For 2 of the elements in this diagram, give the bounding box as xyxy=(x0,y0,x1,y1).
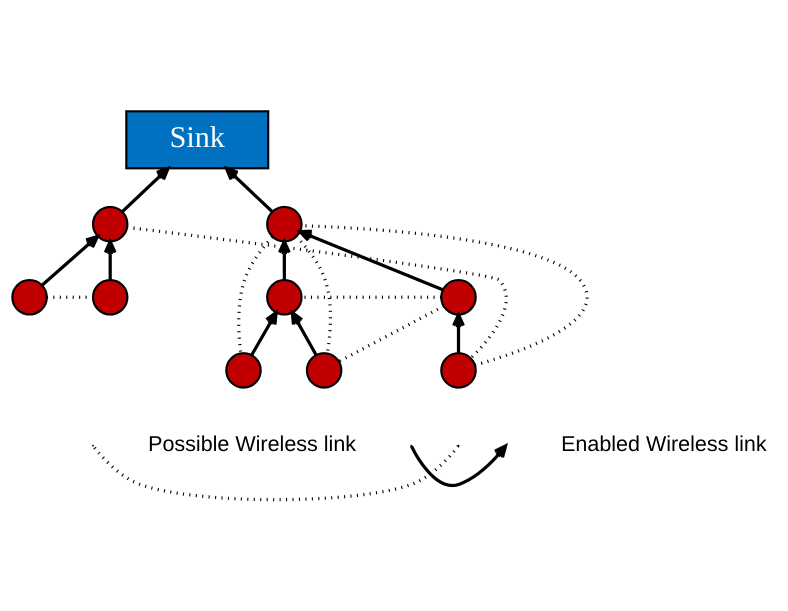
legend-label: Enabled Wireless link xyxy=(561,432,767,456)
legend-label: Possible Wireless link xyxy=(148,432,356,456)
